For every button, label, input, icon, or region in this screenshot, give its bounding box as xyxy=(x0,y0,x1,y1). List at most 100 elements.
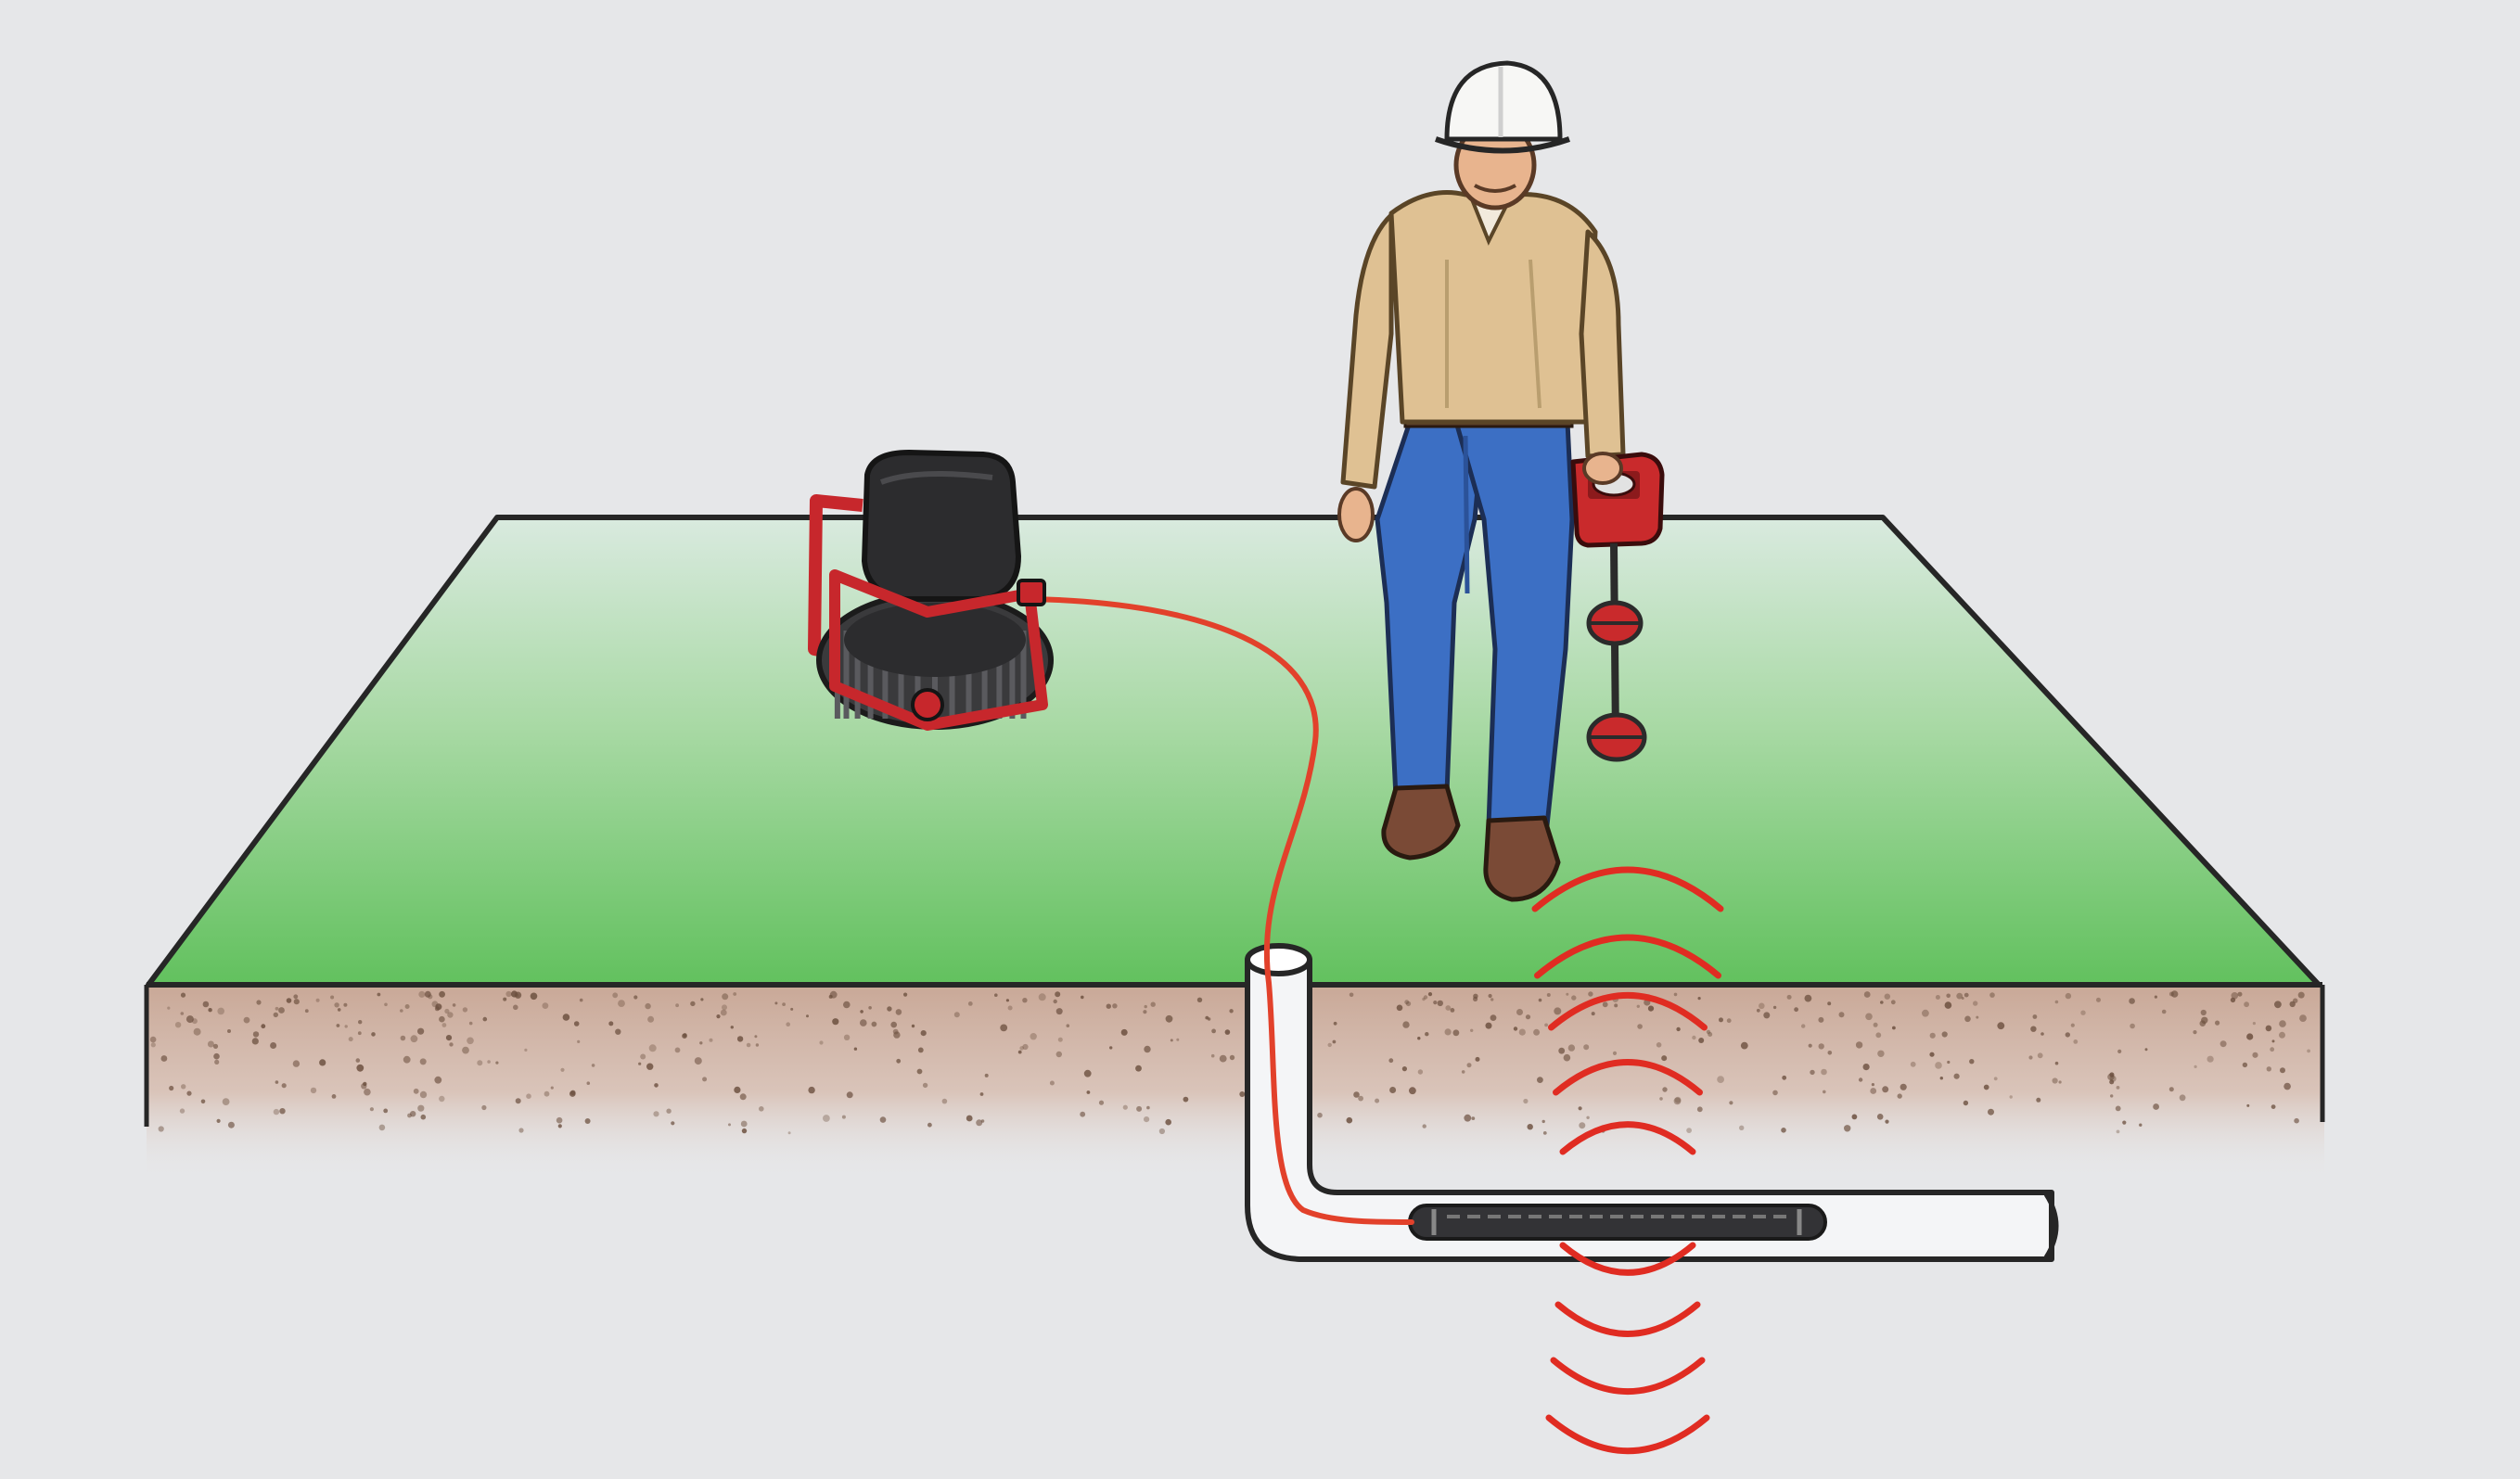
soil-speck xyxy=(180,1108,185,1113)
soil-speck xyxy=(1389,1087,1396,1093)
soil-speck xyxy=(981,1119,985,1123)
soil-speck xyxy=(985,1074,989,1077)
soil-speck xyxy=(1892,1026,1896,1030)
soil-speck xyxy=(439,1096,444,1102)
soil-speck xyxy=(2267,1066,2271,1071)
soil-speck xyxy=(2283,1083,2291,1090)
soil-speck xyxy=(1844,1125,1850,1131)
soil-speck xyxy=(462,1047,469,1054)
soil-speck xyxy=(1375,1099,1379,1103)
soil-speck xyxy=(1109,1046,1112,1049)
soil-speck xyxy=(1692,1036,1695,1039)
soil-speck xyxy=(1940,1077,1943,1079)
soil-speck xyxy=(208,1008,211,1012)
soil-speck xyxy=(1145,1005,1147,1008)
soil-speck xyxy=(633,995,637,999)
soil-speck xyxy=(1659,1097,1663,1101)
soil-speck xyxy=(1543,1131,1547,1135)
soil-speck xyxy=(161,1055,168,1062)
soil-speck xyxy=(2246,1104,2249,1107)
soil-speck xyxy=(918,1048,924,1053)
soil-speck xyxy=(252,1038,259,1044)
soil-speck xyxy=(647,1016,654,1023)
soil-speck xyxy=(1898,1093,1902,1098)
soil-speck xyxy=(407,1114,412,1118)
soil-speck xyxy=(278,1007,285,1014)
soil-speck xyxy=(1661,1055,1667,1061)
soil-speck xyxy=(2252,1052,2258,1058)
soil-speck xyxy=(1586,1116,1589,1119)
soil-speck xyxy=(1772,1090,1778,1096)
soil-speck xyxy=(1973,1001,1977,1005)
soil-speck xyxy=(1872,1083,1874,1086)
soil-speck xyxy=(1170,1039,1173,1041)
soil-speck xyxy=(1819,1043,1824,1049)
soil-speck xyxy=(2110,1094,2113,1097)
soil-speck xyxy=(2307,1050,2310,1053)
soil-speck xyxy=(615,1029,620,1035)
soil-speck xyxy=(1008,1006,1013,1011)
soil-speck xyxy=(1151,1002,1156,1007)
soil-speck xyxy=(515,992,521,999)
soil-speck xyxy=(405,1004,410,1009)
soil-speck xyxy=(1828,1051,1833,1055)
soil-speck xyxy=(721,1010,727,1016)
soil-speck xyxy=(447,1012,453,1017)
soil-speck xyxy=(349,1037,353,1041)
soil-speck xyxy=(702,1077,707,1081)
soil-speck xyxy=(1081,996,1084,1000)
soil-speck xyxy=(722,993,728,1000)
soil-speck xyxy=(868,1006,872,1010)
soil-speck xyxy=(2162,1010,2167,1014)
soil-speck xyxy=(2180,1094,2186,1101)
soil-speck xyxy=(2033,1014,2038,1019)
soil-speck xyxy=(587,1081,591,1085)
soil-speck xyxy=(2129,998,2135,1004)
soil-speck xyxy=(880,1116,887,1123)
soil-speck xyxy=(2171,990,2179,998)
soil-speck xyxy=(788,1131,791,1134)
soil-speck xyxy=(843,1001,851,1009)
soil-speck xyxy=(1969,1059,1974,1064)
soil-speck xyxy=(887,1006,891,1011)
soil-speck xyxy=(2220,1040,2227,1047)
soil-speck xyxy=(2053,1077,2058,1083)
soil-speck xyxy=(1579,1122,1585,1128)
soil-speck xyxy=(2036,1098,2040,1103)
soil-speck xyxy=(829,995,833,999)
soil-speck xyxy=(1135,1065,1142,1072)
soil-speck xyxy=(1018,1051,1022,1054)
soil-speck xyxy=(1707,1030,1710,1034)
soil-speck xyxy=(1870,1088,1876,1094)
soil-speck xyxy=(1662,1087,1667,1091)
soil-speck xyxy=(994,993,998,997)
soil-speck xyxy=(2010,1095,2013,1098)
soil-speck xyxy=(1000,1025,1007,1032)
soil-speck xyxy=(481,1105,486,1110)
soil-speck xyxy=(716,1014,720,1018)
soil-speck xyxy=(343,1003,347,1007)
soil-speck xyxy=(1136,1106,1142,1112)
soil-speck xyxy=(434,1077,441,1084)
soil-speck xyxy=(287,998,292,1003)
soil-speck xyxy=(1874,1023,1878,1027)
soil-speck xyxy=(2194,1065,2197,1068)
soil-speck xyxy=(1997,1022,2004,1029)
soil-speck xyxy=(1676,1027,1680,1031)
soil-speck xyxy=(968,1001,973,1006)
soil-speck xyxy=(274,1109,279,1115)
soil-speck xyxy=(1782,1076,1786,1080)
soil-cross-section xyxy=(147,985,2324,1179)
soil-speck xyxy=(400,1009,403,1013)
soil-speck xyxy=(654,1083,659,1088)
soil-speck xyxy=(1328,1043,1332,1047)
soil-speck xyxy=(710,1039,713,1042)
soil-speck xyxy=(1787,995,1792,1000)
soil-speck xyxy=(832,1018,838,1025)
soil-speck xyxy=(338,1008,341,1012)
soil-speck xyxy=(543,1002,549,1009)
soil-speck xyxy=(1657,1042,1662,1048)
soil-speck xyxy=(1839,1012,1845,1017)
soil-speck xyxy=(1453,1029,1460,1036)
